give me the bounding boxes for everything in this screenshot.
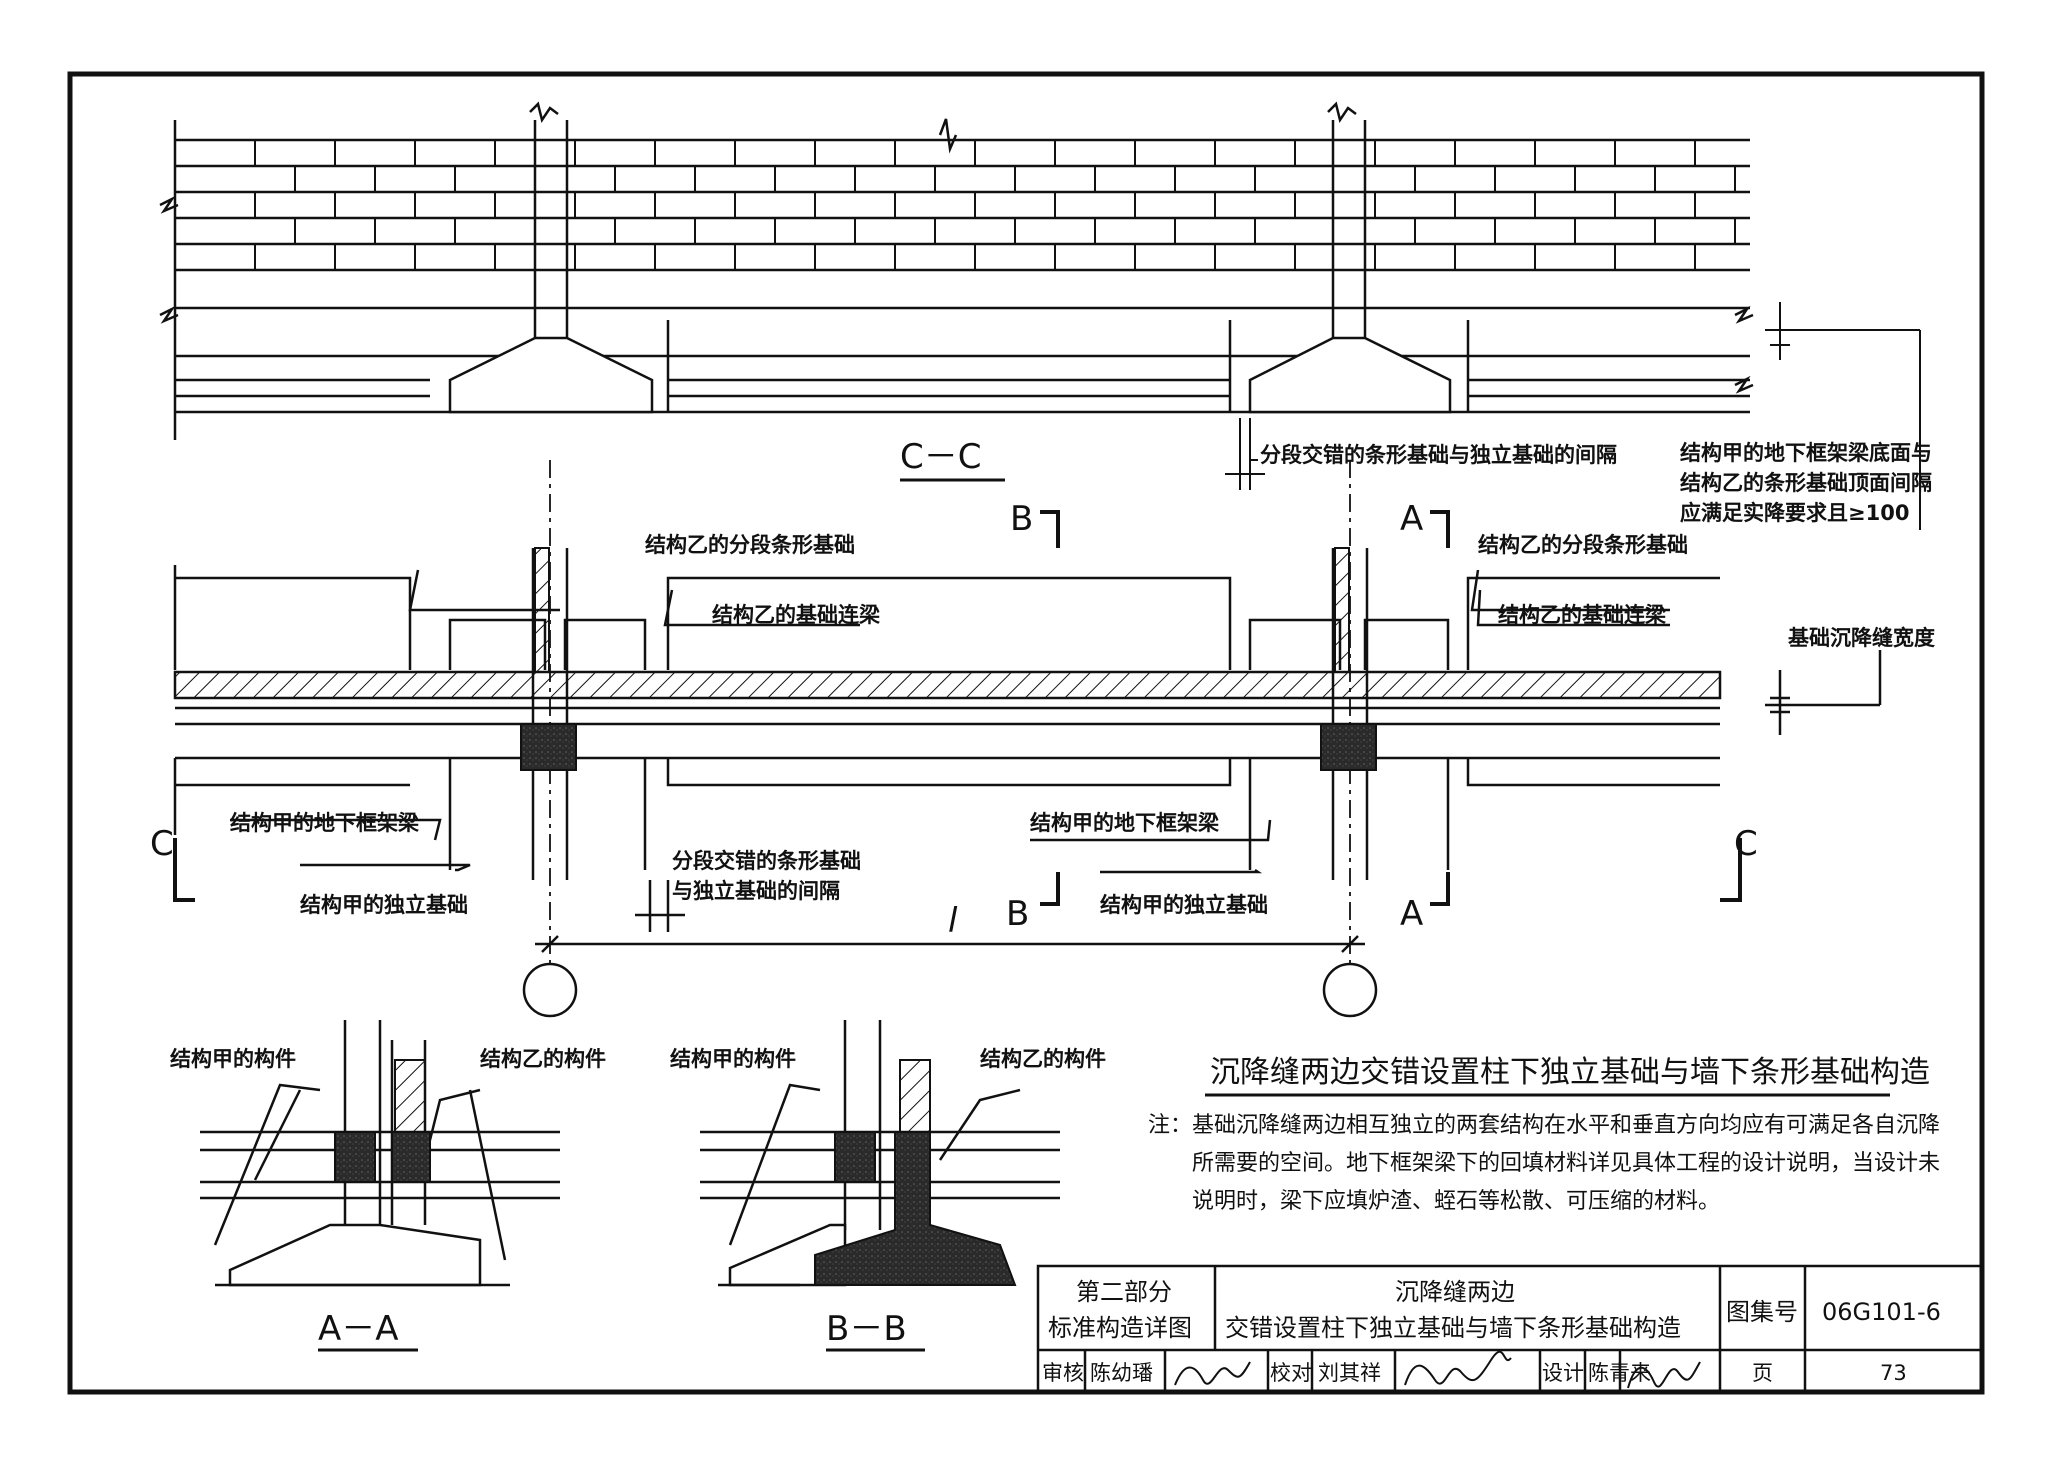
- label-a-bottom: A: [1400, 894, 1423, 934]
- note-line-2: 所需要的空间。地下框架梁下的回填材料详见具体工程的设计说明，当设计未: [1192, 1151, 1940, 1176]
- note-line-3: 说明时，梁下应填炉渣、蛭石等松散、可压缩的材料。: [1192, 1189, 1720, 1214]
- label-a-top: A: [1400, 499, 1423, 539]
- section-cc-label: C－C: [900, 437, 981, 477]
- tb-designer: 陈青来: [1588, 1361, 1651, 1385]
- tb-reviewer: 陈幼璠: [1090, 1361, 1153, 1385]
- bb-label-right: 结构乙的构件: [980, 1047, 1106, 1071]
- cc-dimensions: [1225, 302, 1921, 530]
- title-block: [1036, 1264, 1984, 1394]
- tb-atlas-label: 图集号: [1726, 1298, 1798, 1326]
- annotation-beam-gap-1: 结构甲的地下框架梁底面与: [1680, 441, 1932, 465]
- aa-label-left: 结构甲的构件: [170, 1047, 296, 1071]
- bb-strip-footing: [814, 1131, 1017, 1286]
- annotation-gap-bottom-1: 分段交错的条形基础: [672, 849, 861, 873]
- section-aa-detail: [200, 1020, 560, 1287]
- tb-part: 第二部分: [1076, 1278, 1172, 1306]
- label-c-left: C: [150, 824, 174, 864]
- main-title: 沉降缝两边交错设置柱下独立基础与墙下条形基础构造: [1210, 1055, 1930, 1090]
- label-c-right: C: [1734, 824, 1758, 864]
- tb-atlas-no: 06G101-6: [1822, 1298, 1941, 1326]
- tb-category: 标准构造详图: [1048, 1314, 1192, 1342]
- tb-checker: 刘其祥: [1318, 1361, 1381, 1385]
- tb-title-2: 交错设置柱下独立基础与墙下条形基础构造: [1225, 1314, 1681, 1342]
- brick-joints: [254, 140, 1736, 270]
- annotation-link-left: 结构乙的基础连梁: [712, 603, 881, 627]
- annotation-settle-width: 基础沉降缝宽度: [1788, 626, 1935, 650]
- plan-column-fills: [520, 547, 1377, 771]
- section-bb-label: B－B: [826, 1309, 907, 1349]
- aa-label-right: 结构乙的构件: [480, 1047, 606, 1071]
- annotation-beam-gap-3: 应满足实降要求且≥100: [1680, 501, 1909, 525]
- aa-column-a: [334, 1131, 376, 1183]
- note-line-1: 基础沉降缝两边相互独立的两套结构在水平和垂直方向均应有可满足各自沉降: [1192, 1113, 1940, 1138]
- annotation-gap-top: 分段交错的条形基础与独立基础的间隔: [1260, 443, 1617, 467]
- bb-column-a: [834, 1131, 876, 1183]
- aa-column-b: [391, 1131, 431, 1183]
- bb-hatch: [899, 1059, 931, 1133]
- annotation-beam-gap-2: 结构乙的条形基础顶面间隔: [1680, 471, 1932, 495]
- annotation-link-right: 结构乙的基础连梁: [1498, 603, 1667, 627]
- section-aa-label: A－A: [318, 1309, 399, 1349]
- span-label: l: [948, 901, 958, 941]
- aa-hatch: [394, 1059, 426, 1133]
- plan-view: [173, 460, 1882, 1018]
- tb-design-label: 设计: [1542, 1361, 1584, 1385]
- tb-page-label: 页: [1752, 1361, 1773, 1385]
- annotation-frame-beam-right: 结构甲的地下框架梁: [1030, 811, 1220, 835]
- annotation-strip-right: 结构乙的分段条形基础: [1478, 533, 1688, 557]
- tb-title-1: 沉降缝两边: [1395, 1278, 1515, 1306]
- annotation-gap-bottom-2: 与独立基础的间隔: [672, 879, 840, 903]
- bb-label-left: 结构甲的构件: [670, 1047, 796, 1071]
- annotation-isolated-right: 结构甲的独立基础: [1100, 893, 1268, 917]
- annotation-strip-left: 结构乙的分段条形基础: [645, 533, 855, 557]
- tb-check-label: 校对: [1270, 1361, 1312, 1385]
- label-b-bottom: B: [1006, 894, 1029, 934]
- annotation-frame-beam-left: 结构甲的地下框架梁: [230, 811, 420, 835]
- note-prefix: 注：: [1148, 1113, 1192, 1138]
- drawing-frame: [67, 71, 1985, 1395]
- label-b-top: B: [1010, 499, 1033, 539]
- section-cc-elevation: [159, 101, 1754, 440]
- annotation-isolated-left: 结构甲的独立基础: [300, 893, 468, 917]
- tb-page-no: 73: [1880, 1361, 1907, 1385]
- tb-review-label: 审核: [1042, 1361, 1084, 1385]
